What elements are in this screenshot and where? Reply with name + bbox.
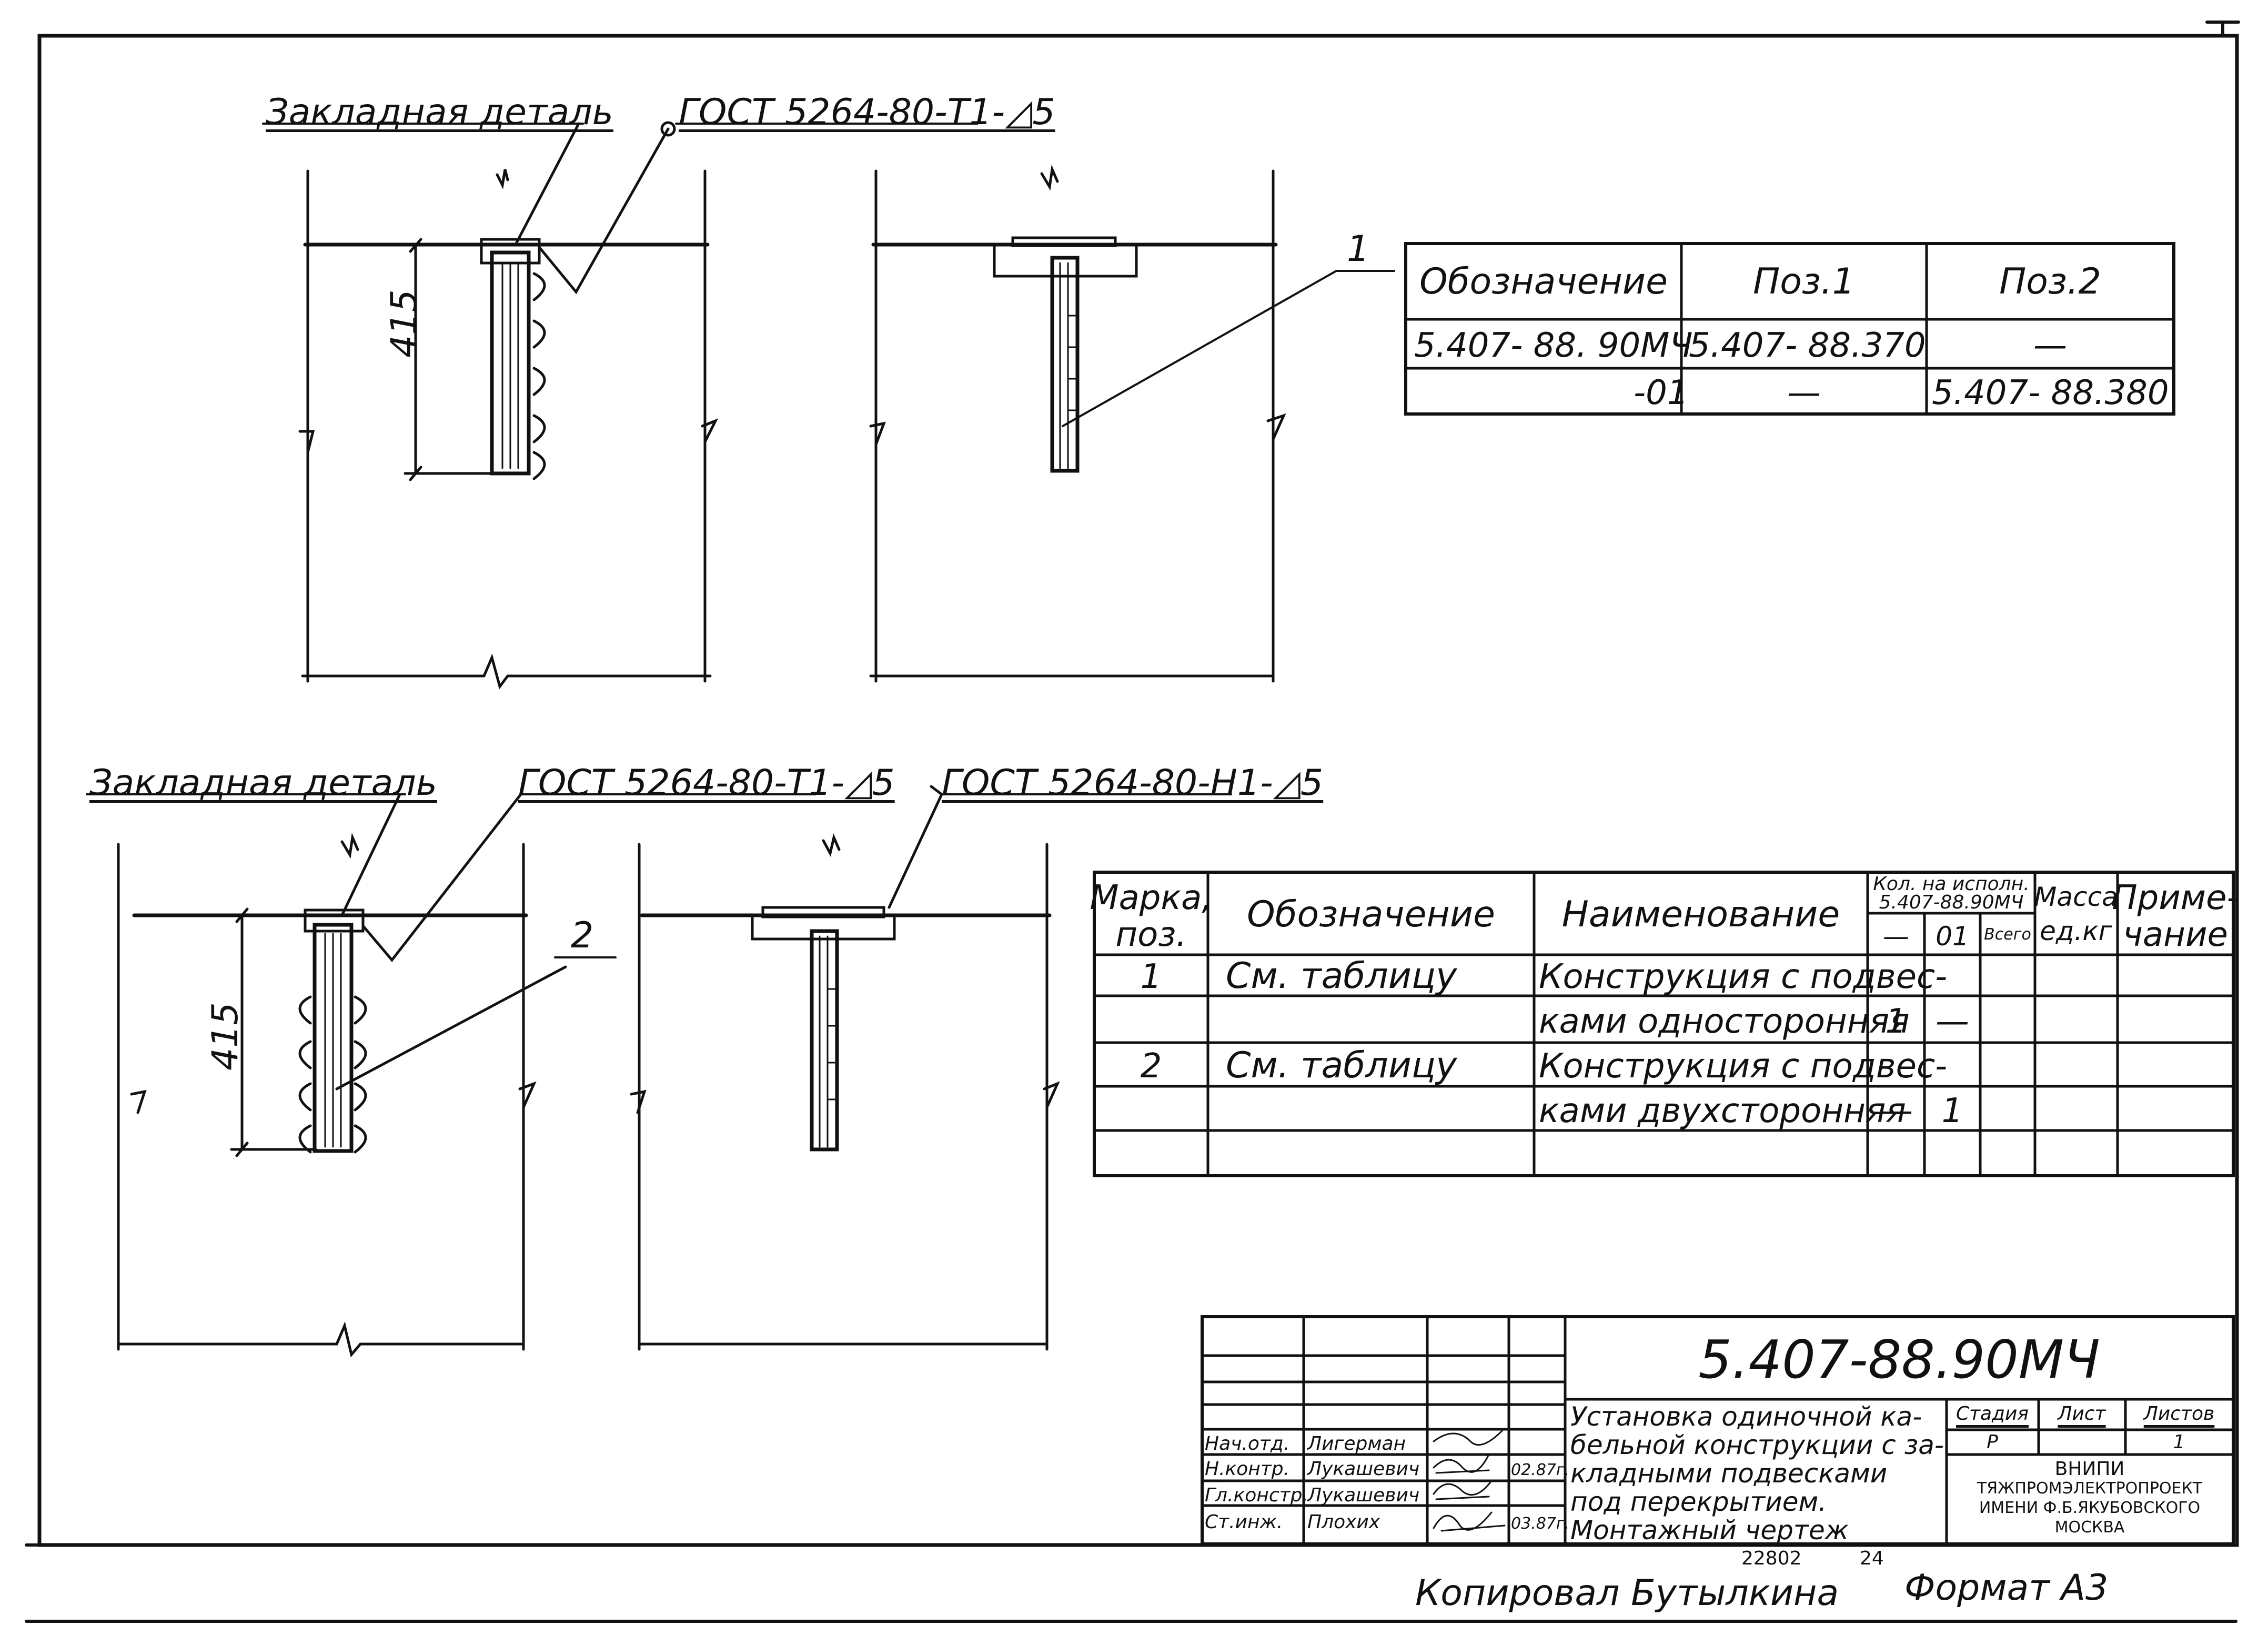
signature-2	[1433, 1453, 1490, 1474]
org-line-2: ТЯЖПРОМЭЛЕКТРОПРОЕКТ	[1977, 1479, 2203, 1498]
dimension-415-top: 415	[384, 289, 425, 358]
view-top-left	[262, 121, 979, 690]
person-2-date: 02.87г.	[1511, 1461, 1570, 1479]
spec-row3-name: Конструкция с подвес-	[1539, 1047, 1948, 1086]
variant-row1-designation: 5.407- 88. 90МЧ	[1414, 326, 1693, 365]
org-line-3: ИМЕНИ Ф.Б.ЯКУБОВСКОГО	[1979, 1499, 2201, 1517]
view-top-right	[869, 165, 1395, 683]
spec-row4-q0: —	[1879, 1092, 1913, 1130]
spec-header-qty-2: 5.407-88.90МЧ	[1879, 892, 2024, 913]
person-2-name: Лукашевич	[1307, 1458, 1420, 1480]
variant-row2-designation: -01	[1634, 373, 1689, 412]
person-3-name: Лукашевич	[1307, 1485, 1420, 1506]
stage-value: Р	[1987, 1431, 1998, 1453]
footer-copied-by: Копировал Бутылкина	[1415, 1572, 1839, 1614]
variant-row2-pos2: 5.407- 88.380	[1932, 373, 2169, 412]
spec-header-qty-sub-0: —	[1883, 921, 1909, 952]
spec-header-note-1: Приме-	[2112, 878, 2239, 917]
spec-row3-designation: См. таблицу	[1226, 1045, 1457, 1086]
org-line-1: ВНИПИ	[2054, 1458, 2125, 1480]
spec-header-mass-2: ед.кг	[2040, 916, 2112, 946]
title-line-5: Монтажный чертеж	[1570, 1515, 1849, 1546]
spec-header-note-2: чание	[2123, 915, 2228, 954]
position-callout-1: 1	[1347, 228, 1370, 270]
person-1-name: Лигерман	[1307, 1433, 1406, 1455]
signature-4	[1433, 1511, 1506, 1532]
signature-1	[1433, 1430, 1503, 1446]
spec-header-mark-1: Марка,	[1090, 878, 1213, 917]
weld-label-top: ГОСТ 5264-80-Т1-◿5	[679, 92, 1055, 133]
person-4-role: Ст.инж.	[1205, 1511, 1283, 1533]
sheet-frame	[37, 34, 2239, 1547]
person-1-role: Нач.отд.	[1205, 1433, 1290, 1455]
view-bottom-left	[86, 793, 817, 1358]
title-line-3: кладными подвесками	[1570, 1458, 1888, 1489]
stage-label: Стадия	[1955, 1403, 2029, 1425]
spec-row1-name: Конструкция с подвес-	[1539, 957, 1948, 996]
footer-format: Формат А3	[1904, 1567, 2109, 1609]
document-code: 5.407-88.90МЧ	[1698, 1329, 2100, 1390]
weld-label-bottom-1: ГОСТ 5264-80-Т1-◿5	[518, 762, 895, 804]
spec-header-mass-1: Масса	[2034, 882, 2118, 912]
spec-header-name: Наименование	[1561, 894, 1840, 935]
spec-row3-mark: 2	[1140, 1047, 1162, 1086]
spec-row4-q1: 1	[1941, 1092, 1963, 1130]
variant-row1-pos1: 5.407- 88.370	[1689, 326, 1926, 365]
person-4-date: 03.87г.	[1511, 1514, 1570, 1533]
title-block-grid	[1201, 1315, 2235, 1546]
spec-table-grid	[1093, 871, 2235, 1177]
variant-header-pos1: Поз.1	[1753, 261, 1855, 302]
spec-header-mark-2: поз.	[1115, 915, 1187, 954]
weld-label-bottom-2: ГОСТ 5264-80-Н1-◿5	[942, 762, 1324, 804]
spec-row4-name: ками двухсторонняя	[1539, 1092, 1906, 1130]
org-line-4: МОСКВА	[2054, 1518, 2125, 1537]
spec-row2-name: ками односторонняя	[1539, 1002, 1910, 1041]
person-4-name: Плохих	[1307, 1511, 1380, 1533]
spec-row2-q0: 1	[1885, 1002, 1907, 1041]
spec-row2-q1: —	[1936, 1002, 1969, 1041]
spec-header-qty-1: Кол. на исполн.	[1873, 873, 2030, 895]
embedded-part-label-bottom: Закладная деталь	[89, 762, 437, 804]
spec-header-qty-sub-1: 01	[1936, 921, 1969, 952]
sheet-label: Лист	[2058, 1403, 2106, 1425]
spec-header-designation: Обозначение	[1247, 894, 1495, 935]
spec-row1-mark: 1	[1140, 957, 1162, 996]
person-3-role: Гл.констр.	[1205, 1485, 1308, 1506]
title-line-1: Установка одиночной ка-	[1570, 1401, 1922, 1432]
signature-3	[1433, 1480, 1493, 1500]
frame-corner-mark	[2205, 21, 2240, 37]
variant-row1-pos2: —	[2033, 326, 2067, 365]
person-2-role: Н.контр.	[1205, 1458, 1290, 1480]
title-line-2: бельной конструкции с за-	[1570, 1430, 1944, 1460]
spec-header-qty-sub-total: Всего	[1984, 925, 2031, 944]
variant-header-pos2: Поз.2	[1999, 261, 2101, 302]
variant-table-grid	[1404, 242, 2175, 416]
embedded-part-label-top: Закладная деталь	[266, 92, 613, 133]
spec-row1-designation: См. таблицу	[1226, 955, 1457, 997]
sheets-value: 1	[2173, 1431, 2185, 1453]
sheets-label: Листов	[2143, 1403, 2215, 1425]
view-bottom-right	[630, 785, 1232, 1351]
variant-row2-pos1: —	[1787, 373, 1821, 412]
footer-sheet-number: 24	[1860, 1548, 1884, 1569]
variant-header-designation: Обозначение	[1419, 261, 1668, 302]
position-callout-2: 2	[571, 915, 594, 956]
dimension-415-bottom: 415	[205, 1002, 246, 1071]
title-line-4: под перекрытием.	[1570, 1487, 1827, 1517]
footer-number: 22802	[1741, 1548, 1802, 1569]
